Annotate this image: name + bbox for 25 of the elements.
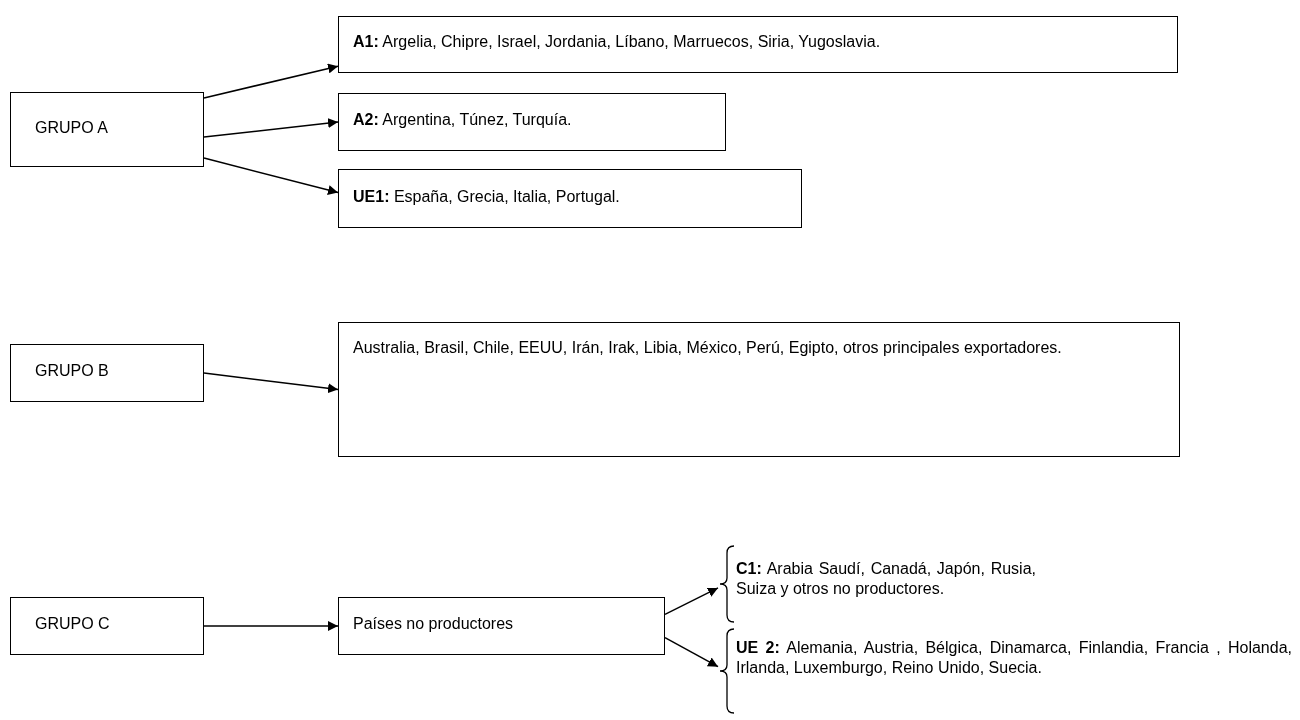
arrow xyxy=(664,587,719,616)
box-label: GRUPO B xyxy=(35,362,109,380)
group-box xyxy=(10,92,204,167)
arrow xyxy=(203,372,339,394)
arrow xyxy=(203,63,339,99)
country-list-box xyxy=(338,169,802,228)
country-list-box xyxy=(338,322,1180,457)
country-list: C1: Arabia Saudí, Canadá, Japón, Rusia, Suiza y otros no productores. xyxy=(736,559,1036,599)
group-box xyxy=(10,597,204,655)
country-list-box xyxy=(338,93,726,151)
box-label: GRUPO A xyxy=(35,119,108,137)
arrow xyxy=(203,621,339,631)
country-list: A1: Argelia, Chipre, Israel, Jordania, Líbano, Marruecos, Siria, Yugoslavia. xyxy=(353,33,881,51)
country-list: Australia, Brasil, Chile, EEUU, Irán, Irak, Libia, México, Perú, Egipto, otros principales exportadores. xyxy=(353,339,1153,357)
country-list: Países no productores xyxy=(353,615,514,633)
category-box xyxy=(338,597,665,655)
arrow xyxy=(664,636,719,668)
country-list: UE 2: Alemania, Austria, Bélgica, Dinamarca, Finlandia, Francia , Holanda, Irlanda, Luxemburgo, Reino Unido, Suecia. xyxy=(736,638,1292,678)
arrow xyxy=(203,157,339,195)
group-box xyxy=(10,344,204,402)
country-list: UE1: España, Grecia, Italia, Portugal. xyxy=(353,188,620,206)
box-label: GRUPO C xyxy=(35,615,110,633)
country-list: A2: Argentina, Túnez, Turquía. xyxy=(353,111,572,129)
country-list-box xyxy=(338,16,1178,73)
arrow xyxy=(203,118,339,138)
